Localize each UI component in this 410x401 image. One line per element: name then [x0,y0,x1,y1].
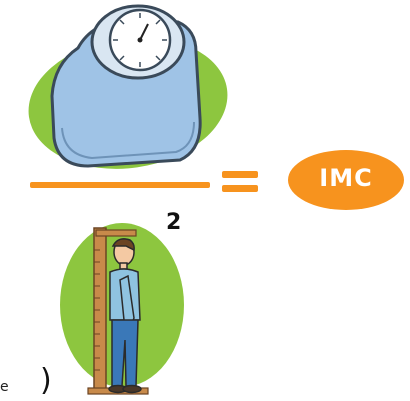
equals-sign [222,171,258,192]
imc-label: IMC [290,166,402,190]
closing-parenthesis: ) [40,366,52,396]
exponent-label: 2 [166,212,181,234]
fraction-bar [30,182,210,188]
bathroom-scale-icon [52,6,200,166]
fragment-letter: e [0,380,9,394]
